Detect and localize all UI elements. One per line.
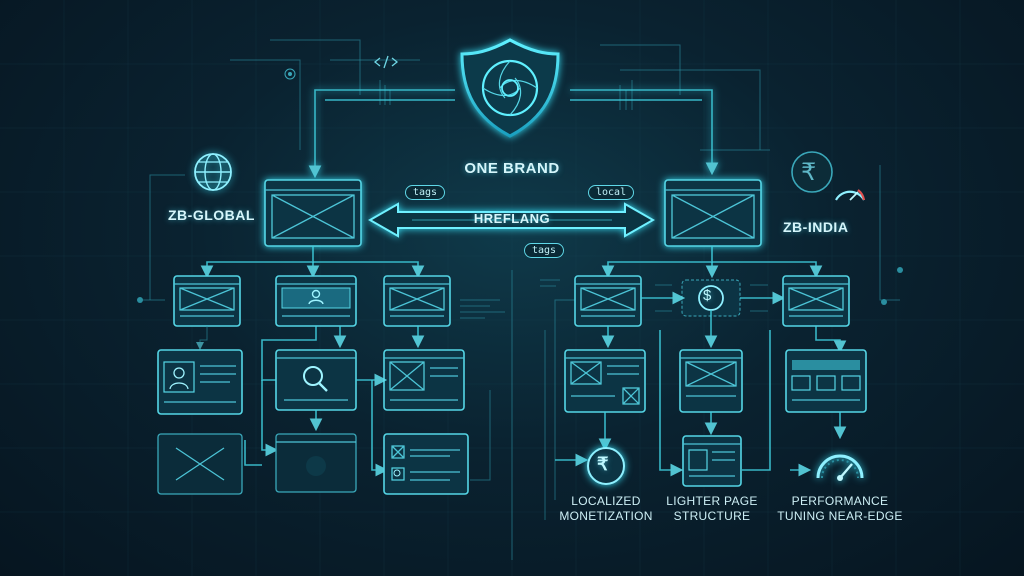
rupee-badge-icon: [791, 151, 866, 201]
india-label: ZB-INDIA: [783, 219, 849, 235]
hreflang-arrow: [367, 202, 656, 238]
india-tree-link: [712, 261, 823, 279]
caption-structure-line-2: STRUCTURE: [673, 509, 751, 523]
circuit-traces: [137, 39, 903, 560]
india-root-page: [664, 179, 762, 247]
india-structure-page: [679, 349, 743, 413]
india-light-page: [682, 435, 742, 487]
dollar-symbol: $: [703, 287, 712, 304]
code-icon: [373, 55, 399, 69]
tag-pill-bottom: tags: [524, 243, 565, 258]
hreflang-label: HREFLANG: [473, 211, 551, 226]
global-profile-page: [157, 349, 243, 415]
global-link: [261, 380, 279, 457]
brand-title: ONE BRAND: [464, 160, 560, 177]
india-link: [815, 326, 847, 354]
global-blank-page: [275, 433, 357, 493]
global-page-2: [275, 275, 357, 327]
global-results-page: [383, 433, 469, 495]
tag-pill-left: tags: [405, 185, 446, 200]
brand-to-global-arrow: [308, 89, 455, 179]
user-icon: [308, 289, 324, 305]
india-link: [655, 284, 768, 312]
india-link: [742, 330, 771, 471]
globe-icon: [194, 153, 232, 191]
global-link: [261, 326, 317, 387]
global-label: ZB-GLOBAL: [168, 207, 255, 223]
global-tree-link: [313, 261, 425, 279]
caption-structure-line-1: LIGHTER PAGE: [666, 494, 758, 508]
global-link: [371, 380, 389, 477]
rupee-symbol: ₹: [597, 454, 609, 474]
caption-performance: PERFORMANCE TUNING NEAR-EDGE: [765, 494, 915, 524]
india-link: [659, 330, 684, 477]
caption-structure: LIGHTER PAGE STRUCTURE: [637, 494, 787, 524]
rupee-icon: [587, 447, 625, 485]
global-page-1: [173, 275, 241, 327]
global-media-page: [383, 349, 465, 411]
caption-performance-line-1: PERFORMANCE: [791, 494, 889, 508]
india-performance-page: [785, 349, 867, 413]
global-page-3: [383, 275, 451, 327]
caption-monetization-line-2: MONETIZATION: [559, 509, 653, 523]
global-tree-link: [200, 246, 314, 279]
india-page-1: [574, 275, 642, 327]
tag-pill-right: local: [588, 185, 635, 200]
search-icon: [303, 366, 328, 392]
india-tree-link: [601, 246, 713, 279]
global-placeholder-page: [157, 433, 243, 495]
global-root-page: [264, 179, 362, 247]
caption-monetization-line-1: LOCALIZED: [571, 494, 641, 508]
india-monetization-page: [564, 349, 646, 413]
global-link: [196, 326, 208, 350]
rupee-badge-symbol: ₹: [801, 159, 817, 186]
caption-performance-line-2: TUNING NEAR-EDGE: [777, 509, 903, 523]
caption-monetization: LOCALIZED MONETIZATION: [531, 494, 681, 524]
global-link: [244, 440, 262, 466]
global-search-page: [275, 349, 357, 411]
shield-icon: [460, 38, 560, 138]
gauge-icon: [816, 454, 864, 481]
india-page-3: [782, 275, 850, 327]
brand-to-india-arrow: [570, 89, 719, 176]
